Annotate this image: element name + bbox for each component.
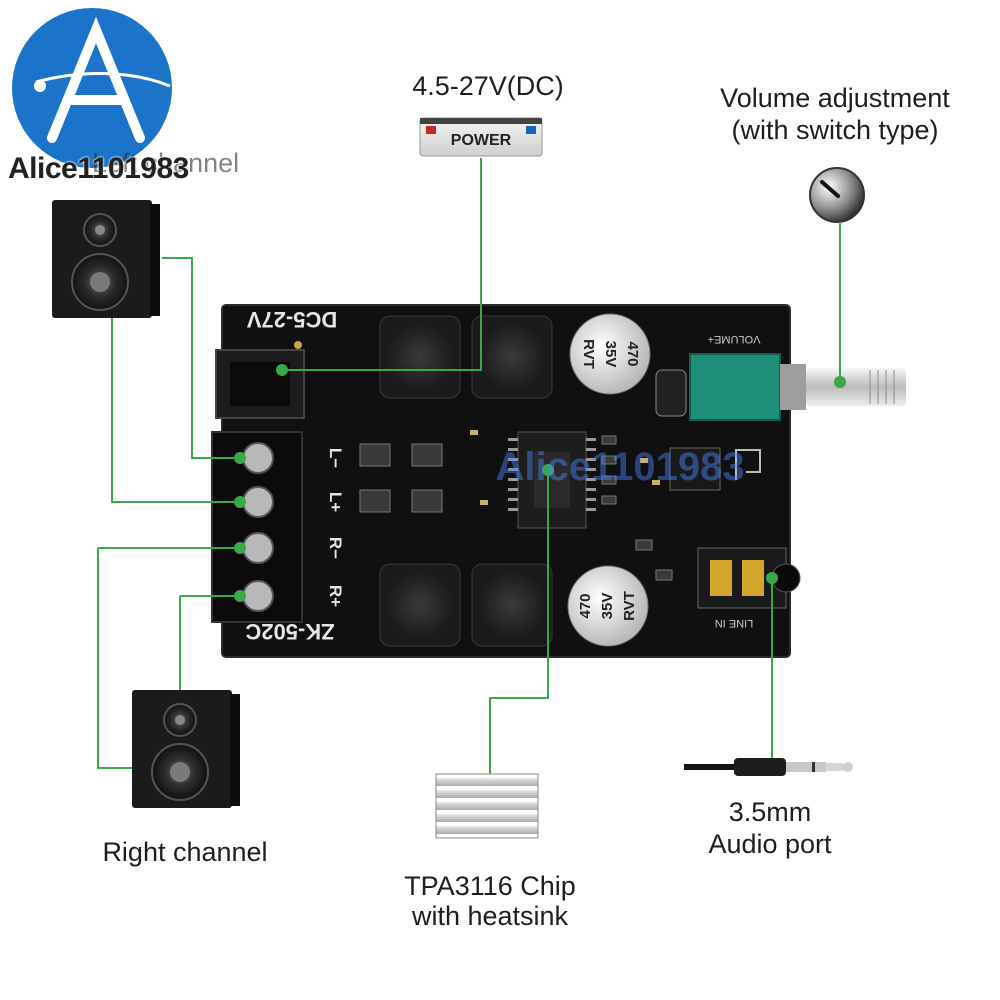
capacitor-top: 470 35V RVT [569, 313, 651, 395]
power-voltage-label: 4.5-27V(DC) [412, 71, 564, 101]
watermark-center-text: Alice1101983 [495, 445, 744, 489]
leader-chip [489, 470, 549, 774]
terminal-label-l-plus: L+ [326, 492, 345, 512]
leader-power [282, 158, 482, 371]
cap-top-text-2: 35V [602, 341, 619, 368]
leader-right-minus [97, 547, 240, 769]
leader-left-plus [111, 318, 240, 503]
leader-lines [97, 158, 841, 774]
volume-pot [689, 353, 781, 421]
line-in-silk: LINE IN [715, 617, 754, 629]
terminal-label-l-minus: L− [326, 448, 345, 468]
audio-label-line2: Audio port [708, 829, 832, 859]
watermark-brand-text: Alice1101983 [8, 152, 189, 185]
capacitor-bottom: 470 35V RVT [567, 565, 649, 647]
leader-right-plus [179, 595, 240, 690]
right-speaker-icon [132, 690, 240, 808]
cap-top-text-1: 470 [624, 341, 641, 366]
cap-bottom-text-2: 35V [599, 593, 616, 620]
left-speaker-icon [52, 200, 160, 318]
terminal-label-r-minus: R− [326, 537, 345, 559]
inductors [379, 315, 553, 647]
right-channel-label: Right channel [102, 837, 268, 867]
volume-knob-icon [809, 167, 865, 223]
audio-label-line1: 3.5mm [728, 797, 812, 827]
left-channel-label: Left channel [92, 148, 240, 178]
chip-label-line2: with heatsink [411, 901, 569, 931]
audio-plug-icon [684, 758, 853, 776]
volume-label-line2: (with switch type) [731, 115, 939, 145]
board-bottom-silk: ZK-502C [245, 619, 334, 644]
power-plate-icon: POWER [419, 117, 543, 157]
terminal-screws [242, 442, 274, 612]
terminal-label-r-plus: R+ [326, 585, 345, 607]
leader-left-minus [162, 257, 240, 459]
watermark-logo-icon [12, 8, 172, 168]
cap-bottom-text-1: 470 [577, 593, 594, 618]
volume-label-line1: Volume adjustment [720, 83, 950, 113]
leader-dots [234, 364, 846, 602]
heatsink-icon [435, 773, 539, 839]
cap-top-text-3: RVT [580, 339, 597, 369]
amplifier-board: DC5-27V ZK-502C L− L+ R− R+ [211, 304, 906, 658]
chip-label-line1: TPA3116 Chip [404, 871, 576, 901]
board-top-silk: DC5-27V [246, 307, 337, 332]
cap-bottom-text-3: RVT [621, 591, 638, 621]
power-plate-text: POWER [451, 132, 512, 149]
volume-silk: VOLUME+ [708, 333, 761, 345]
